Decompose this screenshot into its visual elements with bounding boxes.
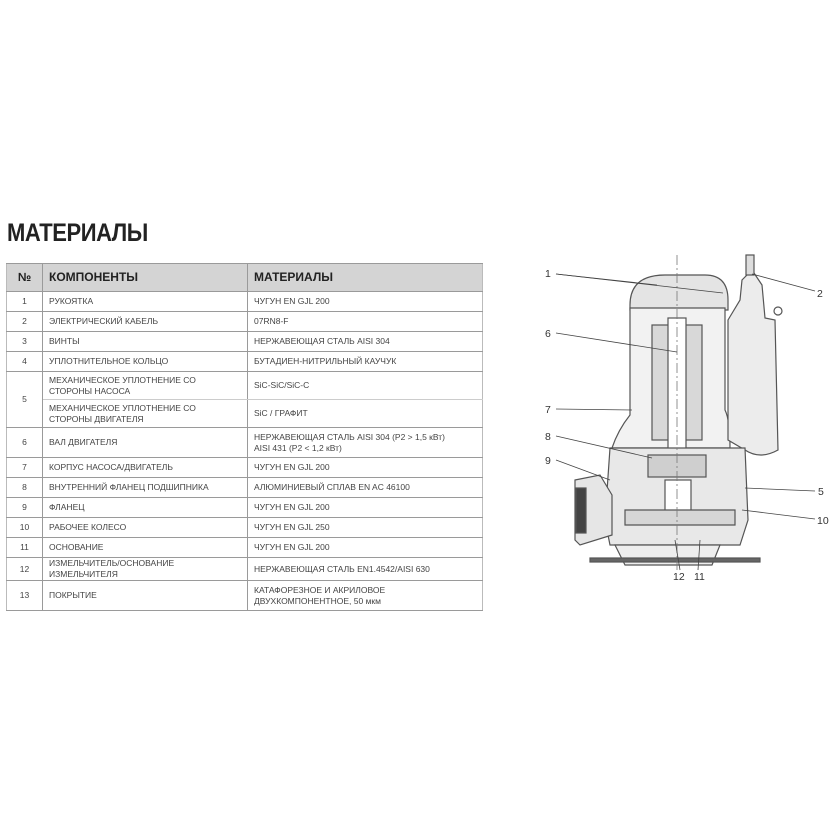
callout-2: 2 (817, 288, 823, 300)
row-num: 6 (6, 427, 43, 458)
header-num: № (6, 263, 43, 292)
row-component: ЭЛЕКТРИЧЕСКИЙ КАБЕЛЬ (42, 311, 248, 332)
page-title: МАТЕРИАЛЫ (7, 219, 148, 247)
handle-shape (629, 274, 729, 311)
flange-thread (575, 487, 587, 534)
row-num: 11 (6, 537, 43, 558)
row-material: НЕРЖАВЕЮЩАЯ СТАЛЬ AISI 304 (247, 331, 483, 352)
row-material: ЧУГУН EN GJL 200 (247, 497, 483, 518)
callout-6: 6 (545, 328, 551, 340)
row-material: ЧУГУН EN GJL 200 (247, 537, 483, 558)
callout-7: 7 (545, 404, 551, 416)
lifting-eye (773, 306, 783, 316)
row-component: ФЛАНЕЦ (42, 497, 248, 518)
callout-8: 8 (545, 431, 551, 443)
row-num: 13 (6, 580, 43, 611)
row-num: 8 (6, 477, 43, 498)
row-component: ВНУТРЕННИЙ ФЛАНЕЦ ПОДШИПНИКА (42, 477, 248, 498)
row-material: НЕРЖАВЕЮЩАЯ СТАЛЬ AISI 304 (P2 > 1,5 кВт… (247, 427, 483, 458)
row-material: БУТАДИЕН-НИТРИЛЬНЫЙ КАУЧУК (247, 351, 483, 372)
row-material: НЕРЖАВЕЮЩАЯ СТАЛЬ EN1.4542/AISI 630 (247, 557, 483, 581)
row-num: 1 (6, 291, 43, 312)
header-components: КОМПОНЕНТЫ (42, 263, 248, 292)
row-num: 2 (6, 311, 43, 332)
row-num: 9 (6, 497, 43, 518)
callout-1: 1 (545, 268, 551, 280)
row-material: ЧУГУН EN GJL 200 (247, 457, 483, 478)
base-plate (589, 557, 761, 563)
row-component: ВАЛ ДВИГАТЕЛЯ (42, 427, 248, 458)
row-material: 07RN8-F (247, 311, 483, 332)
material-line: НЕРЖАВЕЮЩАЯ СТАЛЬ AISI 304 (P2 > 1,5 кВт… (254, 431, 445, 442)
row-component: ОСНОВАНИЕ (42, 537, 248, 558)
row-component: МЕХАНИЧЕСКОЕ УПЛОТНЕНИЕ СО СТОРОНЫ НАСОС… (42, 371, 248, 400)
callout-12: 12 (673, 571, 685, 583)
row-component: РАБОЧЕЕ КОЛЕСО (42, 517, 248, 538)
row-num: 3 (6, 331, 43, 352)
material-line: AISI 431 (P2 < 1,2 кВт) (254, 442, 342, 453)
callout-11: 11 (694, 571, 705, 583)
row-component: ПОКРЫТИЕ (42, 580, 248, 611)
row-component: РУКОЯТКА (42, 291, 248, 312)
row-component: ИЗМЕЛЬЧИТЕЛЬ/ОСНОВАНИЕ ИЗМЕЛЬЧИТЕЛЯ (42, 557, 248, 581)
row-num: 12 (6, 557, 43, 581)
table-header: № КОМПОНЕНТЫ МАТЕРИАЛЫ (6, 263, 483, 292)
cable-box (727, 269, 779, 456)
row-component: КОРПУС НАСОСА/ДВИГАТЕЛЬ (42, 457, 248, 478)
row-material: SiC-SiC/SiC-C (247, 371, 483, 400)
cable-gland (745, 254, 755, 276)
leader-lines (555, 273, 816, 571)
callout-10: 10 (817, 515, 829, 527)
row-num: 4 (6, 351, 43, 372)
row-material: SiC / ГРАФИТ (247, 399, 483, 428)
row-material: АЛЮМИНИЕВЫЙ СПЛАВ EN AC 46100 (247, 477, 483, 498)
row-num: 7 (6, 457, 43, 478)
row-num: 10 (6, 517, 43, 538)
callout-9: 9 (545, 455, 551, 467)
callout-5: 5 (818, 486, 824, 498)
impeller (624, 509, 736, 526)
row-component: ВИНТЫ (42, 331, 248, 352)
row-material: ЧУГУН EN GJL 200 (247, 291, 483, 312)
row-component: УПЛОТНИТЕЛЬНОЕ КОЛЬЦО (42, 351, 248, 372)
row-material: КАТАФОРЕЗНОЕ И АКРИЛОВОЕ ДВУХКОМПОНЕНТНО… (247, 580, 483, 611)
row-component: МЕХАНИЧЕСКОЕ УПЛОТНЕНИЕ СО СТОРОНЫ ДВИГА… (42, 399, 248, 428)
row-material: ЧУГУН EN GJL 250 (247, 517, 483, 538)
header-materials: МАТЕРИАЛЫ (247, 263, 483, 292)
table-row: МЕХАНИЧЕСКОЕ УПЛОТНЕНИЕ СО СТОРОНЫ ДВИГА… (7, 399, 483, 428)
row-num: 5 (6, 371, 43, 428)
